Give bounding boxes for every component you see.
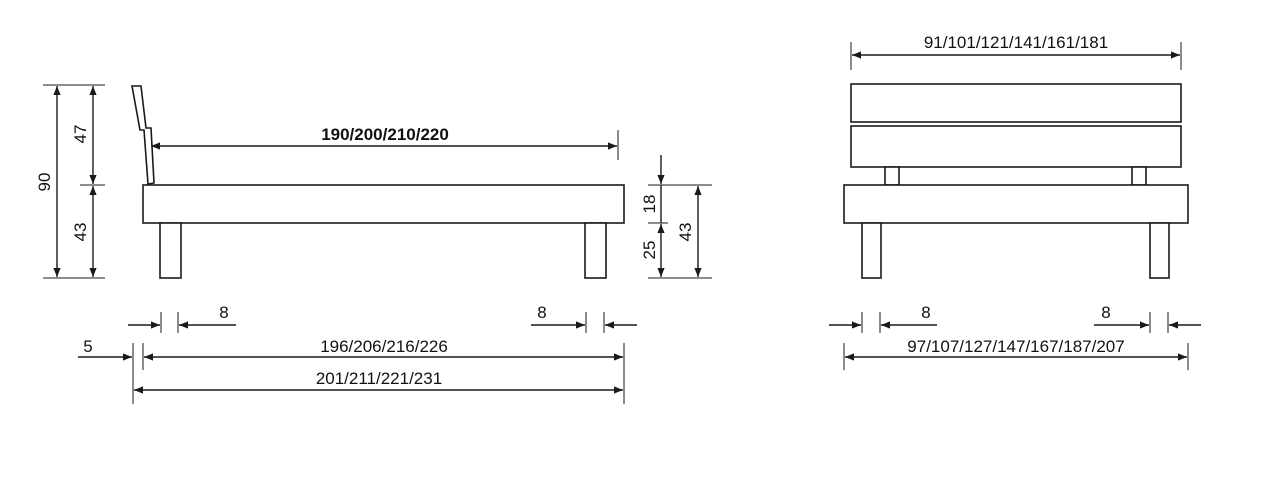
label-mattress-width: 91/101/121/141/161/181 bbox=[924, 33, 1108, 52]
front-leg-right bbox=[1149, 222, 1170, 279]
front-frame bbox=[843, 184, 1189, 224]
label-headboard-offset: 5 bbox=[83, 337, 92, 356]
label-base-height: 43 bbox=[676, 223, 695, 242]
label-frame-length: 196/206/216/226 bbox=[320, 337, 448, 356]
label-front-leg-inset-right: 8 bbox=[1101, 303, 1110, 322]
label-front-leg-inset-left: 8 bbox=[921, 303, 930, 322]
label-total-width: 97/107/127/147/167/187/207 bbox=[907, 337, 1124, 356]
label-mattress-thickness: 18 bbox=[640, 195, 659, 214]
headboard bbox=[131, 85, 155, 185]
side-leg-right bbox=[584, 222, 607, 279]
label-total-length: 201/211/221/231 bbox=[316, 369, 442, 388]
side-view: 90 47 43 190/200/210/220 18 25 43 8 bbox=[35, 84, 712, 404]
label-leg-inset-left: 8 bbox=[219, 303, 228, 322]
front-headboard-upper bbox=[850, 83, 1182, 123]
front-view: 91/101/121/141/161/181 8 8 97/107/127/14… bbox=[829, 33, 1201, 370]
label-leg-height: 25 bbox=[640, 241, 659, 260]
front-post-right bbox=[1131, 166, 1147, 186]
front-post-left bbox=[884, 166, 900, 186]
label-total-height: 90 bbox=[35, 173, 54, 192]
side-leg-left bbox=[159, 222, 182, 279]
label-leg-inset-right: 8 bbox=[537, 303, 546, 322]
label-headboard-height: 47 bbox=[71, 125, 90, 144]
side-frame bbox=[142, 184, 625, 224]
front-leg-left bbox=[861, 222, 882, 279]
front-headboard-lower bbox=[850, 125, 1182, 168]
label-mattress-length: 190/200/210/220 bbox=[321, 125, 449, 144]
label-frame-height: 43 bbox=[71, 223, 90, 242]
